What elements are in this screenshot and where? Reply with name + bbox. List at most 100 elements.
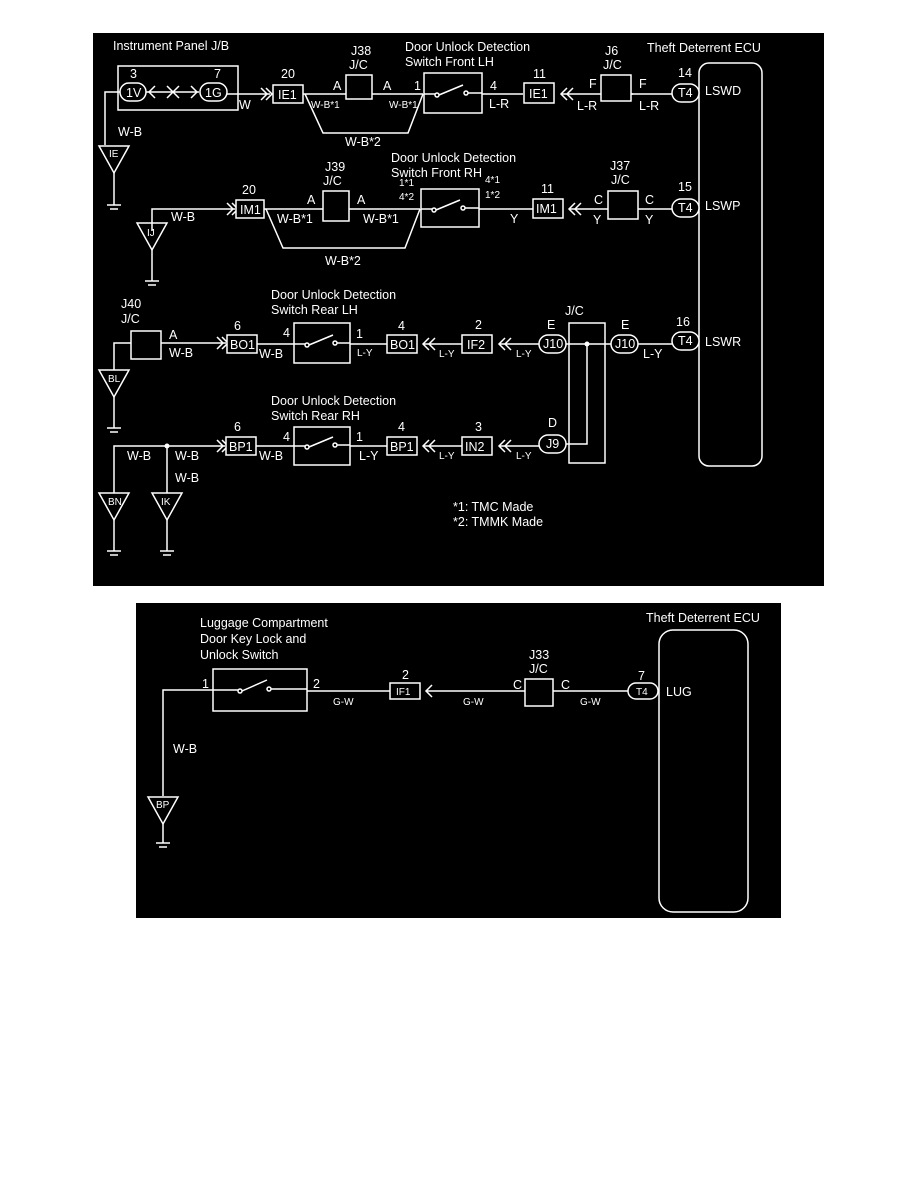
switch-rear-lh-subtitle: Switch Rear LH [271, 303, 358, 317]
connector-arrow-icon [147, 85, 199, 99]
pin-label: 4 [398, 319, 405, 333]
switch-rear-lh-title: Door Unlock Detection [271, 288, 396, 302]
connector-ie1-b-label: IE1 [529, 87, 548, 101]
pin-label: 20 [242, 183, 256, 197]
switch-contact-icon [435, 199, 461, 211]
junction-j33-jc: J/C [529, 662, 548, 676]
wire-color-label: L-Y [357, 348, 373, 359]
wire-color-label: W-B [175, 449, 199, 463]
wire-color-label: L-Y [643, 347, 663, 361]
ground-bn-label: BN [108, 497, 122, 508]
wire [304, 93, 424, 134]
switch-front-rh-title: Door Unlock Detection [391, 151, 516, 165]
connector-if1-label: IF1 [396, 687, 411, 698]
switch-contact-icon [438, 84, 464, 96]
ground-ij-label: IJ [147, 228, 155, 239]
ecu-title: Theft Deterrent ECU [647, 41, 761, 55]
connector-if2 [461, 334, 493, 354]
pin-label: 7 [638, 669, 645, 683]
connector-if2-label: IF2 [467, 338, 485, 352]
junction-jc-label: J/C [565, 304, 584, 318]
footnote-tmmk: *2: TMMK Made [453, 515, 543, 529]
wire-color-label: W-B [171, 210, 195, 224]
connector-bp1-b [386, 436, 418, 456]
pin-label: A [383, 79, 392, 93]
switch-contact-icon [308, 334, 334, 346]
connector-t4-label: T4 [678, 201, 693, 215]
pin-label: 4 [283, 326, 290, 340]
connector-bo1-b [386, 334, 418, 354]
ground-bl-icon [97, 369, 131, 399]
wire-color-label: W-B [175, 471, 199, 485]
wire-color-label: L-Y [439, 451, 455, 462]
pin-label: A [333, 79, 342, 93]
wire-color-label: W-B*2 [345, 135, 381, 149]
luggage-switch-title-3: Unlock Switch [200, 648, 279, 662]
wire-color-label: W-B*1 [363, 212, 399, 226]
connector-arrow-icon [260, 87, 274, 101]
wire [566, 344, 588, 445]
connector-arrow-icon [424, 684, 433, 698]
connector-bp1-b-label: BP1 [390, 440, 414, 454]
wire-color-label: W-B [127, 449, 151, 463]
wire-color-label: W-B [169, 346, 193, 360]
connector-im1-b [532, 198, 564, 219]
wiring-diagram-luggage-switch: Theft Deterrent ECU Luggage Compartment … [136, 603, 781, 918]
footnote-tmc: *1: TMC Made [453, 500, 533, 514]
ecu-pin-lswd: LSWD [705, 84, 741, 98]
connector-if1 [389, 682, 421, 700]
connector-bo1-label: BO1 [230, 338, 255, 352]
pin-label: A [169, 328, 178, 342]
ecu-pin-lug: LUG [666, 685, 692, 699]
junction-j40-jc: J/C [121, 312, 140, 326]
ground-bl-label: BL [108, 374, 121, 385]
theft-deterrent-ecu-box [658, 629, 749, 913]
connector-1v-label: 1V [126, 86, 142, 100]
junction-connector-j9-j10 [568, 322, 606, 464]
junction-j37-jc: J/C [611, 173, 630, 187]
pin-label: C [513, 678, 522, 692]
ground-bn-icon [97, 492, 131, 522]
pin-label: 20 [281, 67, 295, 81]
pin-label: 6 [234, 420, 241, 434]
pin-label: A [357, 193, 366, 207]
connector-in2 [461, 436, 493, 456]
instrument-panel-jb-title: Instrument Panel J/B [113, 39, 229, 53]
connector-bo1-b-label: BO1 [390, 338, 415, 352]
junction-connector-j33 [524, 678, 554, 707]
ground-ie-label: IE [109, 149, 119, 160]
junction-j39-name: J39 [325, 160, 345, 174]
junction-j38-jc: J/C [349, 58, 368, 72]
instrument-panel-jb-box [117, 65, 239, 111]
wire-color-label: W-B*2 [325, 254, 361, 268]
ecu-pin-lswr: LSWR [705, 335, 741, 349]
pin-label: A [307, 193, 316, 207]
pin-label: 2 [475, 318, 482, 332]
connector-t4 [627, 682, 659, 700]
pin-label: 11 [541, 182, 554, 196]
pin-label: 4*1 [485, 175, 500, 186]
connector-t4 [671, 198, 700, 218]
wire [265, 208, 421, 249]
junction-connector-j39 [322, 190, 350, 222]
ground-ie-icon [97, 145, 131, 175]
pin-label: F [639, 77, 647, 91]
wire-color-label: L-Y [516, 349, 532, 360]
wire-color-label: W-B*1 [277, 212, 313, 226]
junction-j6-name: J6 [605, 44, 618, 58]
wire-color-label: L-R [577, 99, 597, 113]
pin-label: 4*2 [399, 192, 414, 203]
junction-j38-name: J38 [351, 44, 371, 58]
pin-label: 1 [356, 327, 363, 341]
pin-label: 1 [356, 430, 363, 444]
wire-color-label: L-Y [359, 449, 379, 463]
wire-color-label: W-B [259, 449, 283, 463]
ground-ik-label: IK [161, 497, 171, 508]
ecu-pin-lswp: LSWP [705, 199, 740, 213]
wiring-diagram-door-unlock: Theft Deterrent ECU Instrument Panel J/B… [93, 33, 824, 586]
switch-front-rh-subtitle: Switch Front RH [391, 166, 482, 180]
junction-j37-name: J37 [610, 159, 630, 173]
pin-label: C [594, 193, 603, 207]
pin-label: 15 [678, 180, 692, 194]
pin-label: 7 [214, 67, 221, 81]
